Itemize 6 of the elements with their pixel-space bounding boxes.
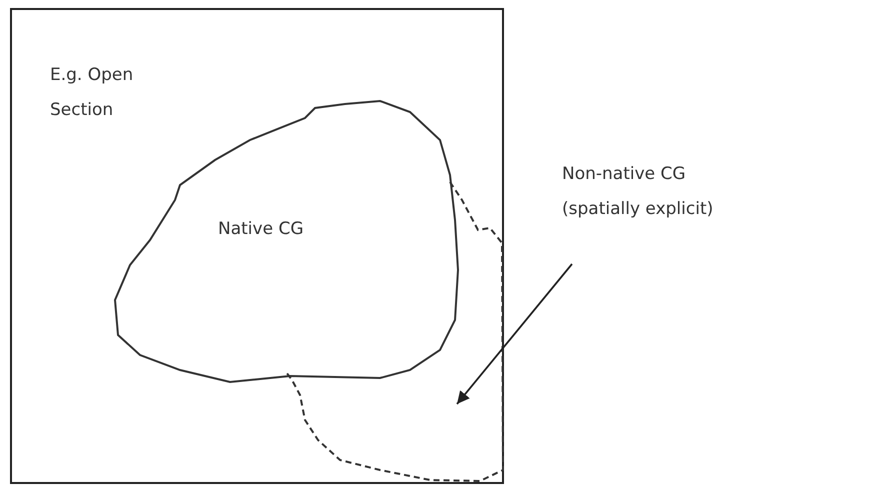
native-region xyxy=(112,98,462,386)
section-box xyxy=(10,8,504,484)
section-label: E.g. Open Section xyxy=(50,64,134,122)
callout-text: Non-native CG (spatially explicit) xyxy=(562,157,762,262)
arrow xyxy=(456,263,573,405)
region-label: Native CG xyxy=(218,218,304,241)
